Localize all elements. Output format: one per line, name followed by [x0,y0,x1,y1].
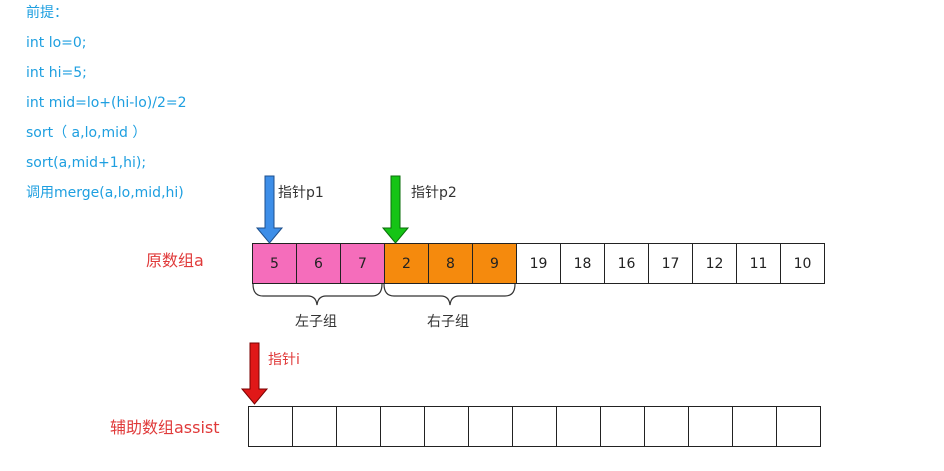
code-line: sort（ a,lo,mid ） [26,125,147,141]
pointer-i-label: 指针i [268,352,300,368]
assist-array [248,406,821,447]
array-cell: 10 [780,243,825,284]
code-line: 前提： [26,5,68,21]
left-subgroup-brace [252,283,383,306]
pointer-p1-arrow-icon [255,175,284,244]
array-cell: 9 [472,243,517,284]
right-subgroup-brace [383,283,516,306]
array-cell: 8 [428,243,473,284]
array-cell: 2 [384,243,429,284]
assist-cell [776,406,821,447]
code-line: int hi=5; [26,65,87,81]
assist-array-label: 辅助数组assist [110,418,220,437]
pointer-p2-label: 指针p2 [411,185,457,201]
pointer-p2-arrow-icon [381,175,410,244]
code-line: sort(a,mid+1,hi); [26,155,147,171]
code-line: 调用merge(a,lo,mid,hi) [26,185,184,201]
pointer-p1-label: 指针p1 [278,185,324,201]
array-cell: 5 [252,243,297,284]
code-line: int mid=lo+(hi-lo)/2=2 [26,95,187,111]
original-array-label: 原数组a [146,251,204,270]
right-subgroup-label: 右子组 [427,314,469,330]
code-line: int lo=0; [26,35,87,51]
premise-code: 前提： int lo=0; int hi=5; int mid=lo+(hi-lo)/… [26,3,187,213]
left-subgroup-label: 左子组 [295,314,337,330]
pointer-i-arrow-icon [240,342,269,405]
